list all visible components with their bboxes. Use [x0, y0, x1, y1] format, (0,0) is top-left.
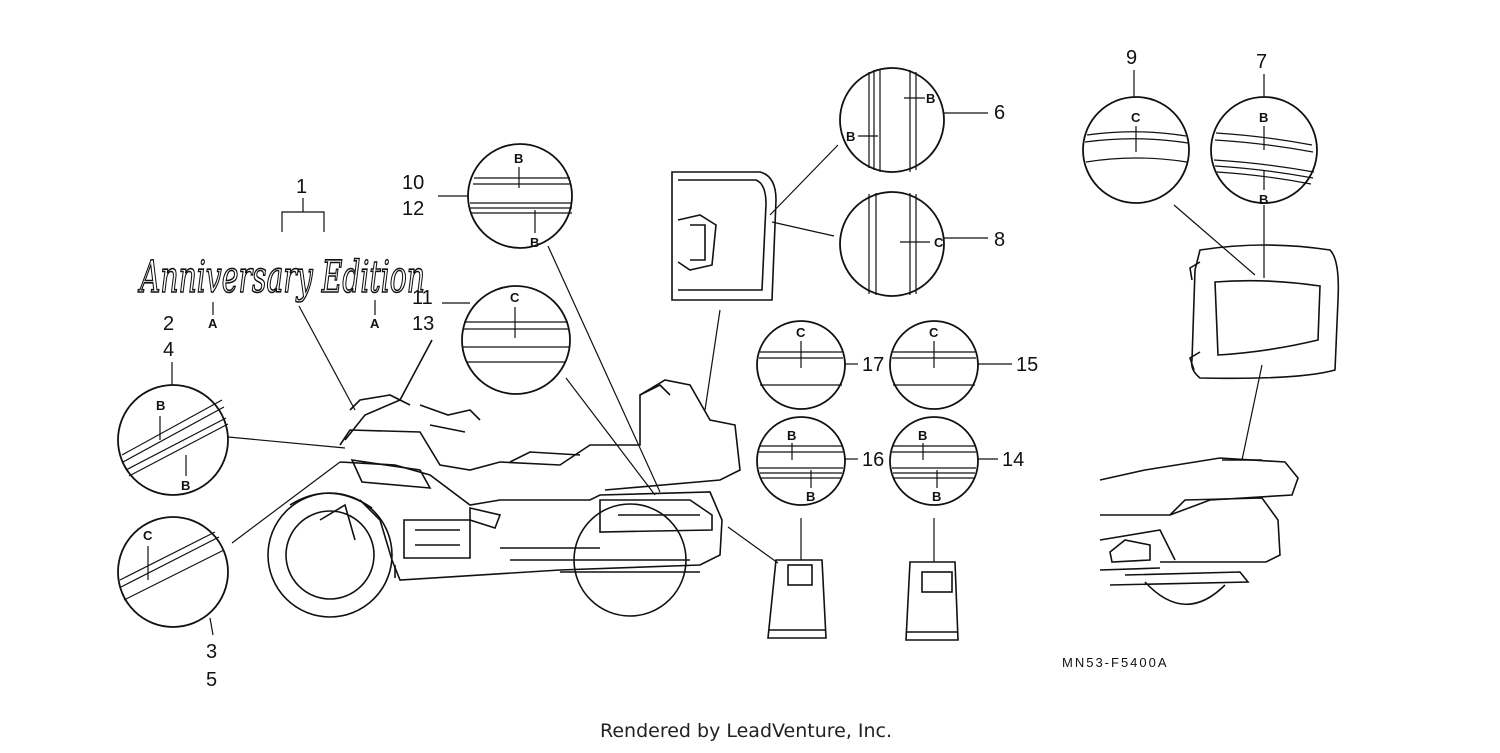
letter-b: B	[918, 428, 927, 443]
callout-9[interactable]: 9	[1126, 47, 1137, 69]
letter-b: B	[1259, 192, 1268, 207]
letter-b: B	[181, 478, 190, 493]
callout-17[interactable]: 17	[862, 354, 884, 376]
detail-circle-16[interactable]	[756, 416, 846, 506]
callout-11[interactable]: 11	[412, 287, 433, 309]
detail-circle-10-12[interactable]	[467, 143, 573, 249]
detail-circle-8[interactable]	[839, 191, 945, 297]
motorcycle-side-view	[267, 339, 741, 618]
letter-b: B	[787, 428, 796, 443]
callout-15[interactable]: 15	[1016, 354, 1038, 376]
trunk-lid-right-view	[1189, 244, 1340, 380]
letter-c: C	[929, 325, 939, 340]
detail-circle-14[interactable]	[889, 416, 979, 506]
callout-8[interactable]: 8	[994, 229, 1005, 251]
callout-12[interactable]: 12	[402, 198, 424, 220]
letter-b: B	[514, 151, 523, 166]
detail-circle-11-13[interactable]	[461, 285, 571, 395]
letter-c: C	[1131, 110, 1141, 125]
callout-6[interactable]: 6	[994, 102, 1005, 124]
callout-5[interactable]: 5	[206, 669, 217, 691]
letter-c: C	[934, 235, 944, 250]
letter-b: B	[806, 489, 815, 504]
callout-2[interactable]: 2	[163, 313, 174, 335]
callout-1-bracket	[281, 211, 325, 232]
diagram-code: MN53-F5400A	[1062, 655, 1169, 670]
saddlebag-cover-right	[905, 561, 959, 641]
letter-c: C	[510, 290, 520, 305]
letter-b: B	[1259, 110, 1268, 125]
rear-trunk-top-view	[671, 171, 777, 301]
callout-4[interactable]: 4	[163, 339, 174, 361]
callout-7[interactable]: 7	[1256, 51, 1267, 73]
letter-c: C	[143, 528, 153, 543]
letter-b: B	[846, 129, 855, 144]
footer-credit: Rendered by LeadVenture, Inc.	[600, 720, 892, 742]
motorcycle-rear-partial	[1099, 457, 1299, 606]
detail-circle-3-5[interactable]	[117, 516, 229, 628]
emblem-script: Anniversary Edition	[137, 252, 425, 303]
letter-a-left: A	[208, 316, 218, 331]
letter-b: B	[926, 91, 935, 106]
callout-3[interactable]: 3	[206, 641, 217, 663]
letter-c: C	[796, 325, 806, 340]
letter-b: B	[530, 235, 539, 250]
callout-1[interactable]: 1	[296, 176, 307, 198]
anniversary-edition-emblem[interactable]: Anniversary Edition	[137, 251, 426, 304]
callout-10[interactable]: 10	[402, 172, 424, 194]
letter-a-right: A	[370, 316, 380, 331]
detail-circle-6[interactable]	[839, 67, 945, 173]
detail-circle-2-4[interactable]	[117, 384, 229, 496]
callout-16[interactable]: 16	[862, 449, 884, 471]
callout-13[interactable]: 13	[412, 313, 434, 335]
saddlebag-cover-left	[767, 559, 827, 639]
letter-b: B	[932, 489, 941, 504]
callout-14[interactable]: 14	[1002, 449, 1024, 471]
letter-b: B	[156, 398, 165, 413]
